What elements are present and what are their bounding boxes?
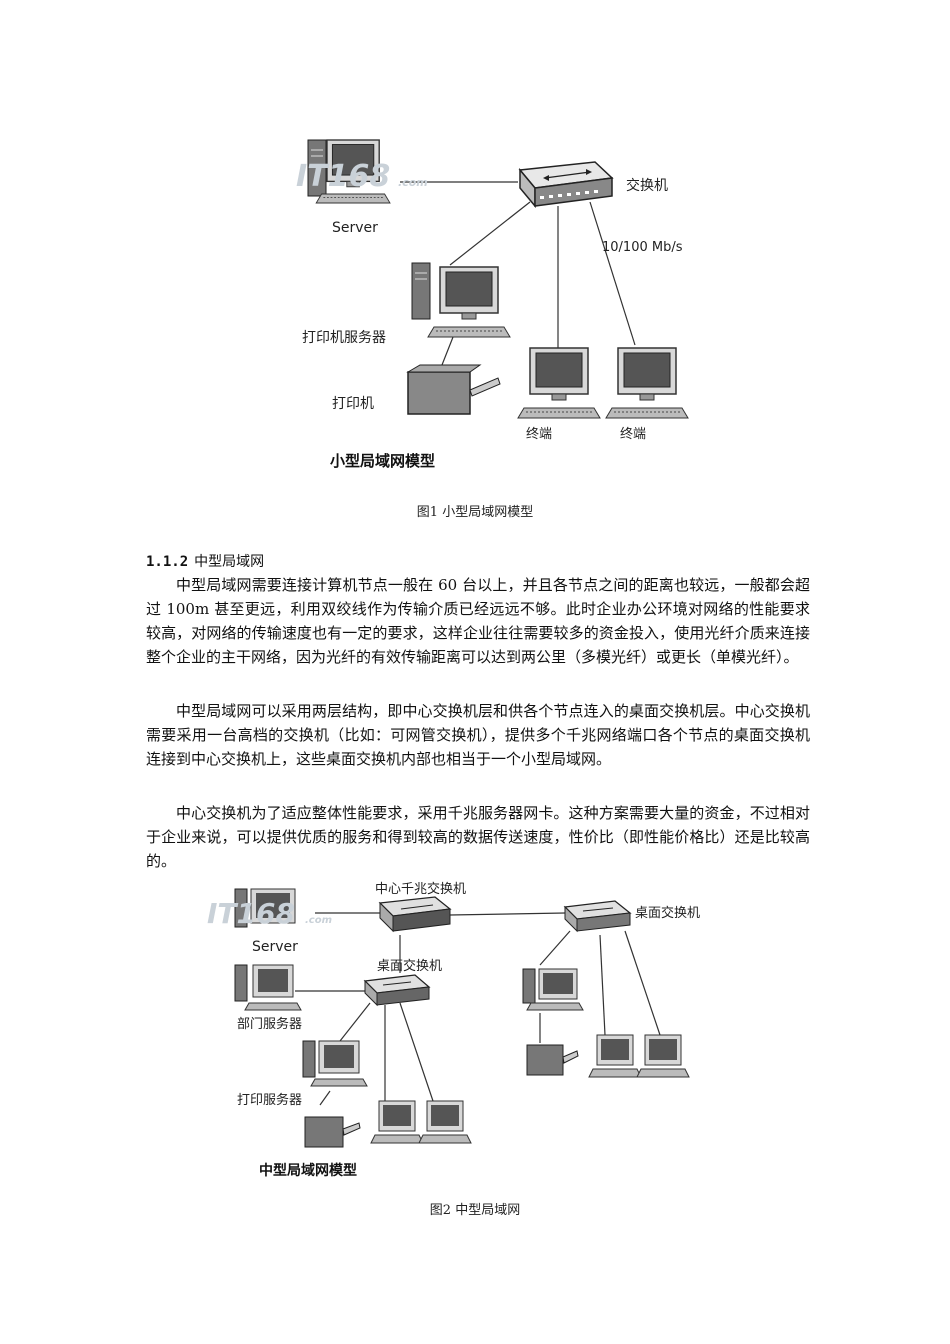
desk-switch-label: 桌面交换机 [377, 958, 442, 974]
switch-label: 交换机 [626, 177, 668, 194]
terminal-label: 终端 [620, 426, 646, 442]
watermark-logo-sub: .com [398, 176, 428, 189]
section-number: 1.1.2 [146, 554, 189, 570]
terminal-computer-icon [588, 1034, 642, 1078]
print-server-label: 打印服务器 [237, 1092, 302, 1108]
department-server-computer-icon [234, 964, 302, 1011]
printer-icon [406, 364, 501, 415]
watermark-logo: IT168 [296, 159, 390, 194]
server-computer-icon [234, 888, 296, 928]
desk-switch-label: 桌面交换机 [635, 905, 700, 921]
watermark-logo: IT168 [207, 897, 295, 930]
figure-caption: 图2 中型局域网 [429, 1203, 521, 1218]
body-paragraph: 中型局域网需要连接计算机节点一般在 60 台以上，并且各节点之间的距离也较远，一… [146, 576, 810, 666]
diagram-inner-title: 中型局域网模型 [259, 1162, 357, 1179]
terminal-computer-icon [605, 347, 689, 419]
section-title: 中型局域网 [194, 554, 265, 570]
terminal-computer-icon [517, 347, 601, 419]
speed-label: 10/100 Mb/s [602, 240, 683, 255]
desk-switch-icon [563, 900, 632, 933]
department-server-label: 部门服务器 [237, 1016, 302, 1032]
terminal-computer-icon [370, 1100, 424, 1144]
print-server-computer-icon [411, 262, 511, 338]
server-label: Server [252, 939, 298, 955]
printer-icon [304, 1116, 361, 1148]
core-switch-icon [378, 896, 452, 933]
core-switch-label: 中心千兆交换机 [375, 881, 466, 897]
body-paragraph: 中心交换机为了适应整体性能要求，采用千兆服务器网卡。这种方案需要大量的资金，不过… [146, 804, 810, 870]
figure-small-lan-diagram: 交换机 IT168 .com Server 10/100 Mb/s 打印机服务器… [290, 120, 710, 480]
switch-icon [518, 161, 614, 209]
print-server-computer-icon [302, 1040, 368, 1087]
printer-label: 打印机 [332, 395, 374, 412]
watermark-logo-sub: .com [305, 915, 332, 926]
terminal-label: 终端 [526, 426, 552, 442]
body-paragraph: 中型局域网可以采用两层结构，即中心交换机层和供各个节点连入的桌面交换机层。中心交… [146, 702, 810, 768]
figure-medium-lan-diagram: 中心千兆交换机 桌面交换机 IT168 .com Server 桌面交换机 [205, 873, 725, 1188]
server-label: Server [332, 220, 378, 236]
terminal-computer-icon [418, 1100, 472, 1144]
print-server-label: 打印机服务器 [302, 329, 386, 346]
diagram-inner-title: 小型局域网模型 [330, 452, 435, 470]
figure-caption: 图1 小型局域网模型 [416, 505, 534, 520]
small-lan-svg: 交换机 IT168 .com Server 10/100 Mb/s 打印机服务器… [296, 139, 689, 470]
desk-switch-icon [363, 974, 431, 1007]
computer-icon [522, 968, 584, 1011]
section-heading: 1.1.2 中型局域网 [146, 551, 264, 571]
terminal-computer-icon [636, 1034, 690, 1078]
medium-lan-svg: 中心千兆交换机 桌面交换机 IT168 .com Server 桌面交换机 [207, 881, 700, 1179]
printer-icon [526, 1044, 579, 1076]
